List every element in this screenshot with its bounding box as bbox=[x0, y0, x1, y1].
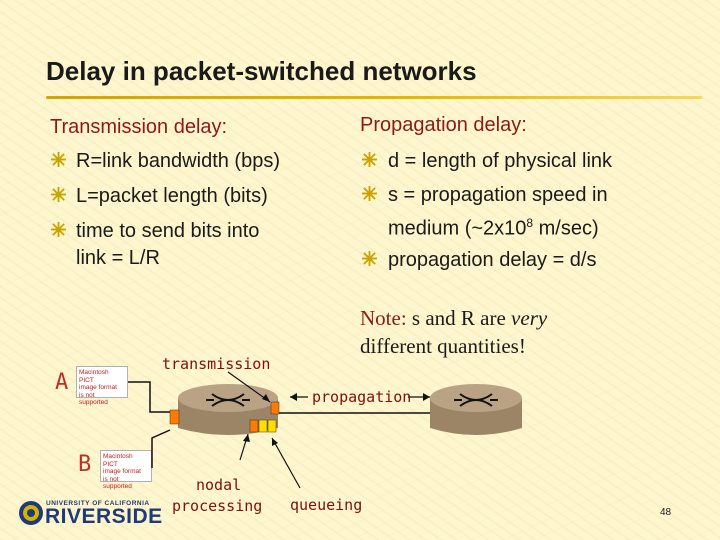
logo-riverside-text: RIVERSIDE bbox=[45, 505, 163, 528]
propagation-bullet-1: d = length of physical link bbox=[388, 150, 613, 172]
arrow-head-icon bbox=[272, 438, 278, 446]
propagation-bullet-2: s = propagation speed in bbox=[388, 184, 608, 206]
router-2-icon bbox=[430, 384, 522, 435]
bullet-burst-icon bbox=[51, 222, 66, 237]
propagation-bullet-3: propagation delay = d/s bbox=[388, 249, 597, 271]
label-nodal: nodal bbox=[196, 476, 242, 494]
packet-icon bbox=[258, 419, 268, 433]
bullet-burst-icon bbox=[51, 187, 66, 202]
arrow-head-icon bbox=[243, 434, 250, 442]
placeholder-text: image format bbox=[79, 384, 117, 391]
medium-text: medium (~2x10 bbox=[388, 217, 527, 240]
placeholder-text: is not supported bbox=[79, 391, 108, 407]
bullet-burst-icon bbox=[362, 251, 377, 266]
label-transmission: transmission bbox=[162, 355, 271, 373]
label-queueing: queueing bbox=[290, 496, 363, 514]
note-text-b: different quantities! bbox=[360, 334, 526, 358]
label-processing: processing bbox=[172, 497, 263, 515]
note-box: Note: s and R are very different quantit… bbox=[360, 304, 547, 360]
bullet-burst-icon bbox=[51, 152, 66, 167]
node-a-label: A bbox=[55, 370, 69, 395]
arrow-head-icon bbox=[423, 393, 430, 401]
packet-icon bbox=[249, 419, 259, 433]
packet-icon bbox=[169, 409, 180, 425]
placeholder-text: Macintosh PICT bbox=[103, 453, 133, 468]
bullet-burst-icon bbox=[362, 152, 377, 167]
arrow-head-icon bbox=[262, 394, 270, 402]
packet-icon bbox=[267, 419, 277, 433]
node-b-label: B bbox=[78, 452, 92, 477]
placeholder-text: Macintosh PICT bbox=[79, 369, 109, 384]
note-lead: Note: bbox=[360, 306, 407, 330]
transmission-heading: Transmission delay: bbox=[50, 116, 228, 138]
exponent: 8 bbox=[526, 216, 534, 230]
propagation-heading: Propagation delay: bbox=[360, 114, 527, 136]
transmission-bullet-3: time to send bits into bbox=[76, 220, 260, 242]
slide-title: Delay in packet-switched networks bbox=[46, 56, 477, 86]
label-propagation: propagation bbox=[312, 388, 412, 406]
propagation-bullet-2-cont: medium (~2x108 m/sec) bbox=[388, 211, 599, 241]
host-b-image-placeholder: Macintosh PICT image format is not suppo… bbox=[100, 450, 152, 490]
note-emphasis: very bbox=[511, 306, 548, 330]
host-a-image-placeholder: Macintosh PICT image format is not suppo… bbox=[76, 366, 128, 406]
transmission-bullet-1: R=link bandwidth (bps) bbox=[76, 150, 280, 172]
transmission-bullet-3-cont: link = L/R bbox=[76, 247, 160, 269]
packet-icon bbox=[270, 401, 280, 415]
bullet-burst-icon bbox=[362, 186, 377, 201]
uc-seal-icon bbox=[19, 501, 43, 525]
medium-unit: m/sec) bbox=[533, 217, 599, 240]
network-diagram bbox=[128, 371, 522, 489]
logo-university-text: UNIVERSITY OF CALIFORNIA bbox=[46, 500, 150, 507]
link-b-router bbox=[151, 429, 171, 468]
note-text-a: s and R are bbox=[406, 306, 512, 330]
queueing-pointer bbox=[271, 437, 301, 489]
title-underline bbox=[46, 96, 702, 99]
router-1-icon bbox=[178, 384, 278, 435]
placeholder-text: is not supported bbox=[103, 475, 132, 491]
transmission-bullet-2: L=packet length (bits) bbox=[76, 185, 268, 207]
page-number: 48 bbox=[660, 507, 672, 518]
transmission-pointer bbox=[227, 371, 271, 403]
placeholder-text: image format bbox=[103, 468, 141, 475]
arrow-head-icon bbox=[290, 393, 297, 401]
